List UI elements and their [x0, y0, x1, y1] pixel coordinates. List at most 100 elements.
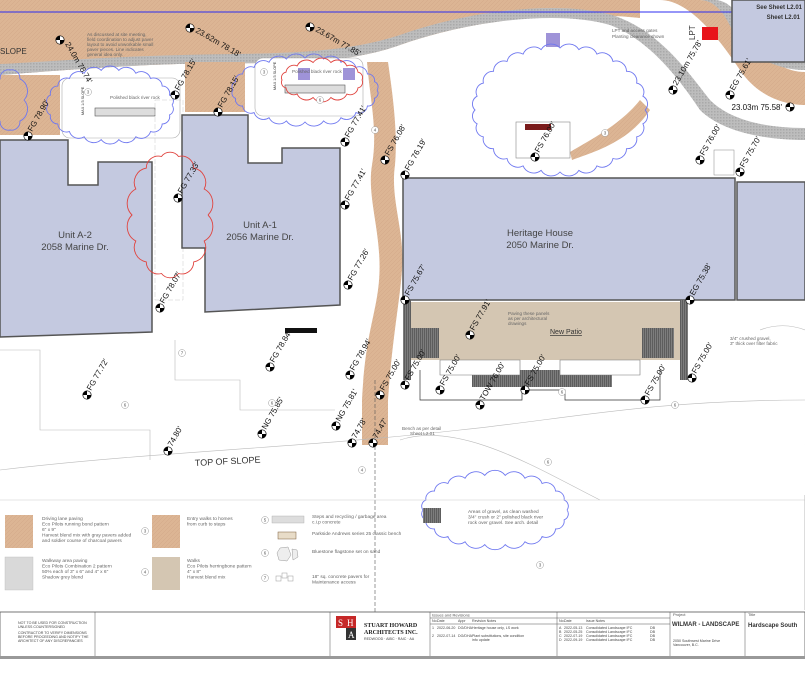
- sheet-ref[interactable]: Sheet L2.01: [767, 15, 801, 21]
- grade-marker-icon: [343, 280, 353, 290]
- project-address: 2050 Southwest Marine Drive Vancouver, B…: [673, 639, 721, 647]
- issue-cell: 2022-05-13: [564, 626, 582, 630]
- legend-number: 3: [144, 529, 147, 534]
- grade-marker-icon: [345, 370, 355, 380]
- grade-marker-icon: [695, 155, 705, 165]
- grade-marker-icon: [725, 90, 735, 100]
- new-patio: [403, 300, 688, 401]
- grade-marker-icon: [400, 380, 410, 390]
- river-rock-note: Polished black river rock: [110, 95, 160, 100]
- river-rock-note: Polished black river rock: [292, 69, 342, 74]
- steps: [713, 149, 735, 176]
- legend-tag: 6: [268, 399, 276, 407]
- grade-marker-icon: [340, 137, 350, 147]
- utility-box: [546, 33, 560, 47]
- legend-text: and soldier course of charcoal pavers: [42, 538, 122, 544]
- issue-cell: DB: [650, 626, 656, 630]
- legend-tag: 6: [316, 96, 324, 104]
- svg-text:6: 6: [674, 403, 677, 408]
- grade-marker-icon: [668, 85, 678, 95]
- svg-text:7: 7: [181, 351, 184, 356]
- see-sheet-ref[interactable]: See Sheet L2.01: [756, 5, 802, 11]
- gravel-note: 3/4" crushed gravel, 3" thick over filte…: [730, 336, 778, 346]
- building-address: 2058 Marine Dr.: [41, 242, 109, 253]
- svg-text:6: 6: [547, 460, 550, 465]
- grade-marker-icon: [687, 373, 697, 383]
- legend-swatch-walks: [152, 557, 180, 590]
- issue-cell: Consolidated Landscape IFC: [586, 638, 633, 642]
- grade-marker-icon: [475, 400, 485, 410]
- title-label: Title: [748, 612, 756, 617]
- grade-marker-icon: [305, 22, 315, 32]
- legend-text: 18" sq. concrete pavers for: [312, 574, 370, 580]
- svg-text:6: 6: [271, 401, 274, 406]
- column-header: No.: [432, 619, 438, 623]
- grade-marker-icon: [82, 390, 92, 400]
- bench: [525, 124, 551, 130]
- svg-text:3: 3: [263, 70, 266, 75]
- issue-cell: C: [559, 634, 562, 638]
- revisions-header: Issues and Revisions: [432, 613, 470, 618]
- legend-text: Steps and recycling / garbage area: [312, 514, 387, 520]
- elevation-label: 74.80': [166, 424, 185, 448]
- issue-cell: Consolidated Landscape IFC: [586, 626, 633, 630]
- paving-panels-note: Paving these panels as per architectural…: [508, 311, 551, 326]
- issue-cell: DB: [650, 634, 656, 638]
- lpt-box: [702, 27, 718, 40]
- grade-marker-icon: [173, 193, 183, 203]
- legend-tag: 4: [358, 466, 366, 474]
- legend-text: Harvest blend mix: [187, 575, 226, 581]
- svg-text:4: 4: [361, 468, 364, 473]
- legend-text: 50% each of 3" x 6" and 4" x 6": [42, 569, 109, 575]
- legend-text: Shadow grey blend: [42, 575, 83, 581]
- site-contours: [0, 325, 805, 501]
- top-of-slope-label: TOP OF SLOPE: [195, 455, 261, 468]
- grade-marker-icon: [23, 131, 33, 141]
- grade-marker-icon: [375, 390, 385, 400]
- svg-text:6: 6: [319, 98, 322, 103]
- grade-marker-icon: [380, 155, 390, 165]
- entry-walk: [570, 100, 650, 160]
- building-heritage-house: [402, 177, 736, 301]
- legend-tag: 4: [371, 126, 379, 134]
- new-patio-label: New Patio: [550, 329, 582, 336]
- grade-marker-icon: [257, 429, 267, 439]
- legend-text: Entry walks to homes: [187, 516, 233, 522]
- walk-path: [362, 62, 403, 445]
- firm-name: ARCHITECTS INC.: [364, 630, 418, 636]
- building-name: Unit A-2: [58, 230, 92, 241]
- svg-text:H: H: [347, 618, 354, 628]
- svg-text:4: 4: [374, 128, 377, 133]
- plan-notes: As discussed at site meeting, field coor…: [0, 5, 803, 468]
- svg-text:3: 3: [87, 90, 90, 95]
- grade-marker-icon: [400, 295, 410, 305]
- lpt-label: LPT: [688, 25, 697, 40]
- grade-marker-icon: [55, 35, 65, 45]
- drain-channel: [284, 84, 346, 94]
- project-label: Project: [673, 612, 686, 617]
- legend-text: Parkside Andrews series 25 classic bench: [312, 531, 402, 537]
- legend-tag: 6: [558, 388, 566, 396]
- legend-swatch-entry-walk: [152, 515, 180, 548]
- firm-name: STUART HOWARD: [364, 623, 418, 629]
- issue-cell: B: [559, 630, 562, 634]
- grade-marker-icon: [530, 152, 540, 162]
- driving-lane-paving: [0, 0, 805, 140]
- grade-marker-icon: [785, 102, 795, 112]
- site-meeting-note: As discussed at site meeting, field coor…: [87, 32, 155, 57]
- elevation-label: NG 75.81': [334, 387, 360, 423]
- elevation-label: FS 75.00': [690, 341, 715, 375]
- elevation-label: FG 77.26': [346, 247, 371, 282]
- legend-swatch-driving-lane: [5, 515, 33, 548]
- svg-text:3: 3: [604, 131, 607, 136]
- legend-swatch-pavers: [275, 572, 294, 582]
- legend-swatch-bench: [277, 531, 297, 540]
- grade-marker-icon: [347, 438, 357, 448]
- svg-text:S: S: [338, 618, 343, 628]
